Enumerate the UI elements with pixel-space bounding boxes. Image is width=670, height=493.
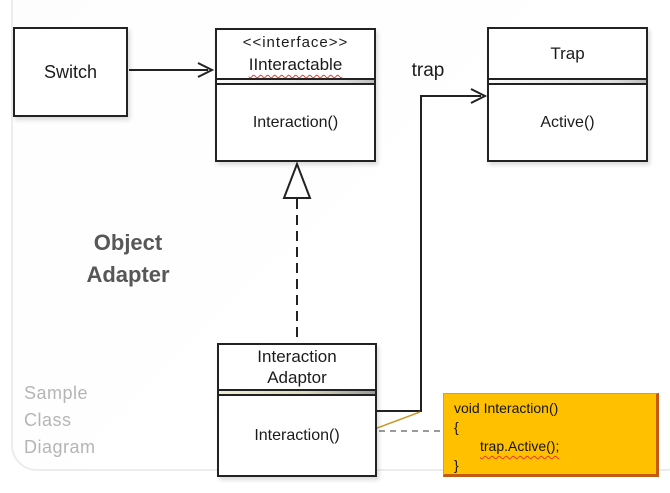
class-name-iinteractable: IInteractable	[248, 55, 343, 74]
method-label-active: Active()	[540, 113, 595, 131]
class-methods-iinteractable: Interaction()	[217, 83, 374, 160]
class-title-interaction-adaptor: Interaction Adaptor	[219, 345, 375, 391]
compartment-divider	[217, 80, 374, 83]
compartment-divider	[219, 391, 375, 394]
class-box-trap: Trap Active()	[487, 27, 648, 162]
method-label-adaptor-interaction: Interaction()	[254, 426, 340, 444]
class-box-interaction-adaptor: Interaction Adaptor Interaction()	[217, 343, 377, 477]
association-role-label: trap	[411, 60, 445, 81]
class-name-adaptor-line2: Adaptor	[267, 368, 327, 387]
class-title-iinteractable: <<interface>> IInteractable	[217, 30, 374, 80]
class-name-switch: Switch	[43, 61, 97, 82]
diagram-caption: Sample Class Diagram	[24, 380, 96, 461]
class-box-switch: Switch	[13, 27, 128, 117]
class-methods-adaptor: Interaction()	[219, 394, 375, 475]
compartment-divider	[489, 80, 646, 83]
code-line-body: trap.Active();	[480, 438, 560, 454]
caption-line2: Class	[24, 410, 72, 430]
watermark-line1: Object	[93, 230, 163, 255]
class-name-trap: Trap	[550, 43, 585, 63]
code-line-signature: void Interaction()	[454, 400, 559, 416]
class-title-trap: Trap	[489, 29, 646, 80]
class-methods-trap: Active()	[489, 83, 646, 160]
code-line-close-brace: }	[454, 457, 459, 473]
code-note: void Interaction() { trap.Active(); }	[443, 393, 659, 477]
watermark-line2: Adapter	[86, 262, 170, 287]
class-box-iinteractable: <<interface>> IInteractable Interaction(…	[215, 28, 376, 162]
caption-line1: Sample	[24, 383, 89, 403]
caption-line3: Diagram	[24, 437, 96, 457]
code-line-open-brace: {	[454, 419, 459, 435]
class-name-adaptor-line1: Interaction	[257, 347, 337, 366]
stereotype-label: <<interface>>	[242, 34, 349, 51]
diagram-title-watermark: Object Adapter	[58, 227, 198, 291]
method-label-interaction: Interaction()	[252, 113, 339, 131]
